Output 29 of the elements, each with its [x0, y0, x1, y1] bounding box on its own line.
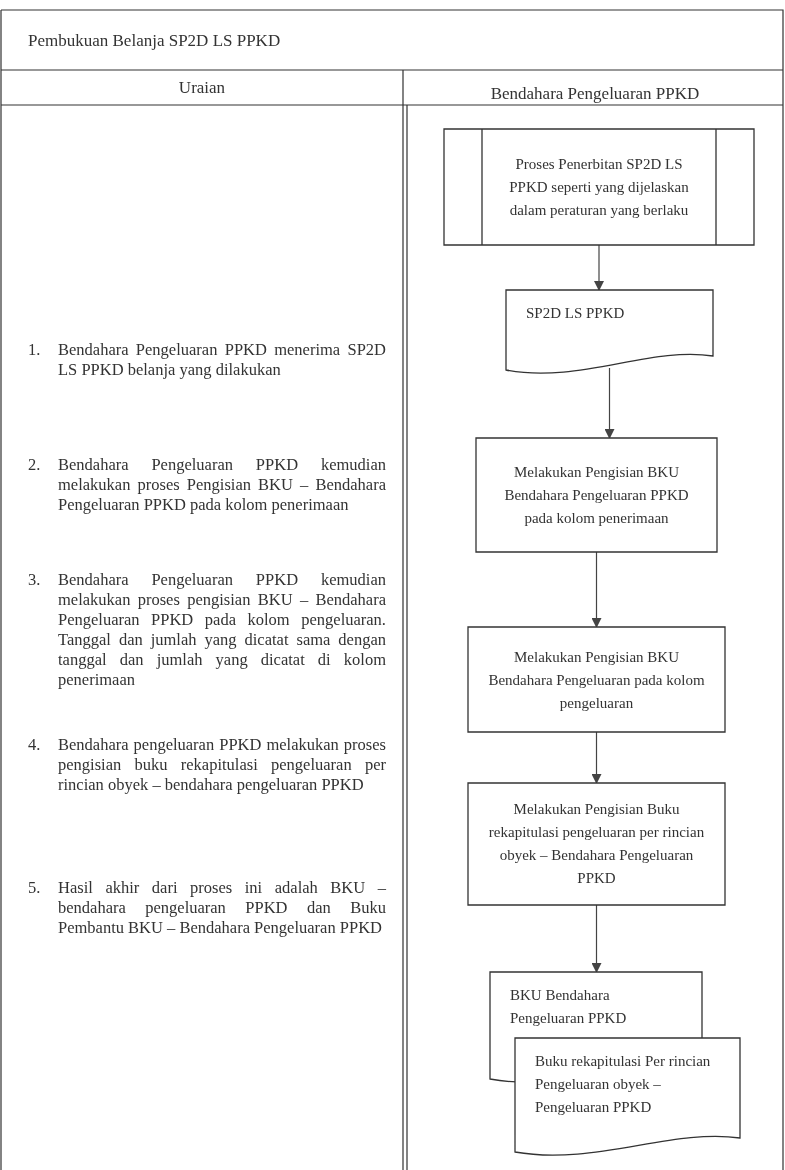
step-text: Buku rekapitulasi Per rincian Pengeluaran obyek – Pengeluaran PPKD	[535, 1052, 712, 1117]
step-description: Bendahara Pengeluaran PPKD kemudian melakukan proses pengisian BKU – Bendahara Pengeluaran PPKD pada kolom pengeluaran. Tanggal dan jumlah yang dicatat sama dengan tanggal dan jumlah yang dicatat di kolom penerimaan	[58, 570, 386, 690]
step-text: Proses Penerbitan SP2D LS PPKD seperti yang dijelaskan dalam peraturan yang berlaku	[508, 154, 690, 220]
step-text: SP2D LS PPKD	[526, 304, 626, 323]
arrow	[591, 904, 602, 973]
arrow	[604, 367, 615, 439]
step-description: Bendahara pengeluaran PPKD melakukan proses pengisian buku rekapitulasi pengeluaran per rincian obyek – bendahara pengeluaran PPKD	[58, 735, 386, 795]
arrow	[594, 244, 604, 291]
list-number: 1.	[28, 340, 41, 360]
step-text: Melakukan Pengisian Buku rekapitulasi pengeluaran per rincian obyek – Bendahara Pengeluaran PPKD	[487, 800, 706, 888]
predefined-process-box	[444, 129, 754, 245]
step-description: Bendahara Pengeluaran PPKD kemudian melakukan proses Pengisian BKU – Bendahara Pengeluaran PPKD pada kolom penerimaan	[58, 455, 386, 515]
list-number: 4.	[28, 735, 41, 755]
list-number: 5.	[28, 878, 41, 898]
step-text: BKU Bendahara Pengeluaran PPKD	[510, 986, 628, 1028]
arrow	[591, 731, 602, 784]
process-box	[476, 438, 717, 552]
column-header: Bendahara Pengeluaran PPKD	[489, 84, 701, 104]
process-box	[468, 783, 725, 905]
step-description: Bendahara Pengeluaran PPKD menerima SP2D LS PPKD belanja yang dilakukan	[58, 340, 386, 380]
column-header: Uraian	[177, 78, 227, 98]
process-box	[468, 627, 725, 732]
step-description: Hasil akhir dari proses ini adalah BKU – bendahara pengeluaran PPKD dan Buku Pembantu BKU – Bendahara Pengeluaran PPKD	[58, 878, 386, 938]
step-text: Melakukan Pengisian BKU Bendahara Pengeluaran PPKD pada kolom penerimaan	[503, 462, 690, 528]
step-text: Melakukan Pengisian BKU Bendahara Pengeluaran pada kolom pengeluaran	[487, 647, 706, 713]
diagram-title: Pembukuan Belanja SP2D LS PPKD	[28, 31, 281, 51]
list-number: 3.	[28, 570, 41, 590]
list-number: 2.	[28, 455, 41, 475]
arrow	[591, 551, 602, 628]
